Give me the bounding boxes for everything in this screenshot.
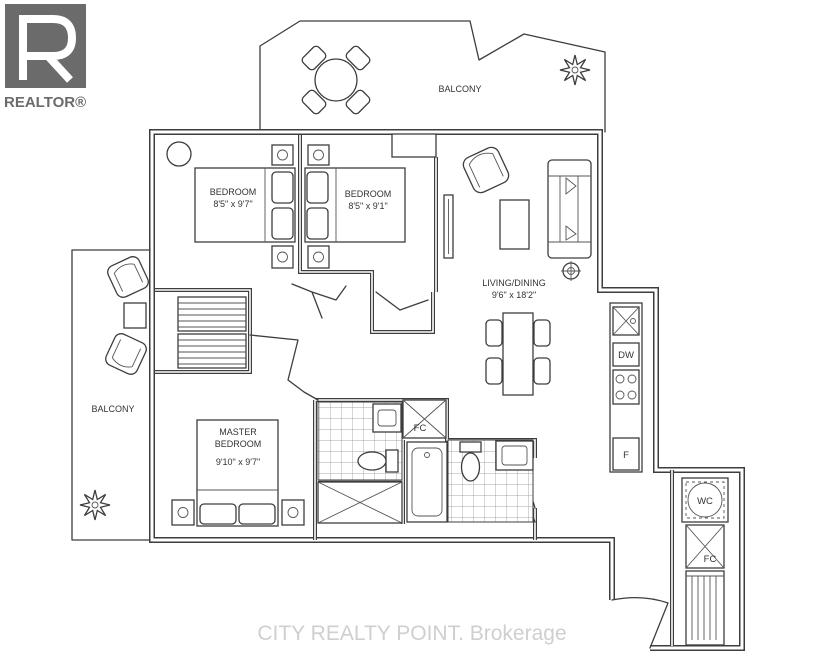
- entry-closet: FC: [685, 524, 725, 569]
- pillow: [306, 171, 329, 204]
- nightstand: [281, 499, 305, 526]
- living-dining: LIVING/DINING 9'6" x 18'2": [443, 146, 592, 396]
- living-dining-label: LIVING/DINING: [482, 278, 546, 288]
- bathroom-1: [317, 401, 403, 524]
- nightstand: [271, 144, 294, 166]
- brokerage-watermark: CITY REALTY POINT. Brokerage: [257, 622, 566, 645]
- pillow: [238, 503, 276, 525]
- dining-chair: [485, 357, 503, 385]
- wardrobe: [177, 296, 247, 332]
- master-bedroom: MASTER BEDROOM 9'10" x 9'7": [171, 419, 305, 527]
- bathtub: [406, 441, 448, 523]
- balcony-top-outline: [259, 20, 606, 133]
- master-bedroom-label-1: MASTER: [219, 427, 257, 437]
- interior-walls: [155, 133, 674, 646]
- closet-shelving: [685, 570, 725, 646]
- pillow: [271, 171, 294, 204]
- fridge-label: F: [623, 450, 629, 461]
- realtor-r-mark: [19, 15, 77, 83]
- entry-closet-label: FC: [704, 554, 717, 565]
- plant-icon: [559, 54, 591, 86]
- lounge-chair: [107, 256, 149, 298]
- corner-lamp: [166, 141, 192, 167]
- realtor-logo: REALTOR®: [4, 4, 86, 111]
- vanity: [372, 403, 402, 433]
- dining-chair: [485, 319, 503, 347]
- structural-column: [391, 133, 437, 158]
- side-table: [123, 302, 147, 329]
- tv-console: [443, 194, 454, 259]
- sofa: [547, 159, 592, 259]
- toilet: [357, 449, 399, 473]
- balcony-top-label: BALCONY: [438, 84, 481, 94]
- wardrobe: [177, 333, 247, 369]
- kitchen: DW F: [609, 302, 643, 473]
- coffee-table: [499, 199, 530, 250]
- bedroom-2-dims: 8'5" x 9'1": [348, 201, 387, 211]
- dishwasher-label: DW: [618, 350, 634, 361]
- patio-chair: [345, 89, 371, 115]
- patio-chair: [301, 89, 327, 115]
- plant-icon: [79, 489, 111, 521]
- lounge-chair: [105, 333, 147, 375]
- balcony-left-outline: [71, 249, 153, 541]
- patio-table: [314, 58, 358, 102]
- armchair: [462, 146, 510, 194]
- dining-chair: [533, 357, 551, 385]
- fridge: F: [612, 437, 640, 471]
- bedroom-1-label: BEDROOM: [210, 187, 257, 197]
- bedroom-2: BEDROOM 8'5" x 9'1": [304, 144, 406, 269]
- linen-closet: FC: [402, 399, 447, 439]
- nightstand: [171, 499, 195, 526]
- bathroom-2: [406, 439, 534, 523]
- balcony-top: BALCONY: [259, 20, 606, 133]
- balcony-left: BALCONY: [71, 249, 153, 541]
- exterior-walls: [149, 129, 745, 651]
- dining-chair: [533, 319, 551, 347]
- linen-closet-label: FC: [414, 423, 427, 434]
- stove: [612, 369, 640, 405]
- washer-closet: WC: [681, 477, 729, 523]
- bedroom-1: BEDROOM 8'5" x 9'7": [166, 141, 296, 269]
- nightstand: [307, 245, 330, 269]
- dining-table: [502, 312, 534, 396]
- pillow: [199, 503, 237, 525]
- nightstand: [307, 144, 330, 166]
- vanity: [495, 440, 534, 471]
- pillow: [271, 207, 294, 240]
- pillow: [306, 207, 329, 240]
- dining-set: [485, 312, 551, 396]
- shower: [317, 481, 403, 524]
- master-bedroom-label-2: BEDROOM: [215, 439, 262, 449]
- bedroom-2-label: BEDROOM: [345, 189, 392, 199]
- floor-lamp: [561, 261, 581, 281]
- realtor-logo-text: REALTOR®: [4, 94, 86, 111]
- patio-chair: [301, 45, 327, 71]
- patio-chair: [345, 45, 371, 71]
- dishwasher: DW: [612, 342, 640, 367]
- living-dining-dims: 9'6" x 18'2": [492, 290, 536, 300]
- washer-closet-label: WC: [697, 496, 713, 507]
- toilet: [459, 441, 482, 482]
- nightstand: [271, 245, 294, 269]
- patio-table-set: [301, 45, 371, 115]
- kitchen-sink: [612, 306, 640, 336]
- bedroom-1-dims: 8'5" x 9'7": [213, 199, 252, 209]
- master-bedroom-dims: 9'10" x 9'7": [216, 457, 260, 467]
- balcony-left-label: BALCONY: [91, 404, 134, 414]
